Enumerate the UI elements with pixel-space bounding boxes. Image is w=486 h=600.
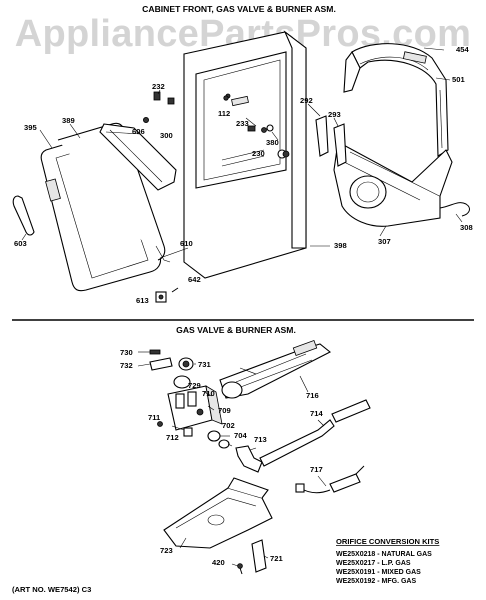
callout-713: 713 bbox=[254, 435, 267, 444]
elbow-713 bbox=[235, 445, 263, 473]
gas-valve bbox=[167, 385, 223, 431]
callout-711: 711 bbox=[148, 413, 161, 422]
leader-lines-top bbox=[21, 47, 463, 259]
fastener-232 bbox=[153, 91, 175, 105]
callout-717: 717 bbox=[310, 465, 323, 474]
fastener-380 bbox=[266, 124, 274, 132]
mounting-bracket-723 bbox=[163, 477, 273, 549]
fitting-712 bbox=[183, 427, 193, 437]
loading-door bbox=[40, 122, 166, 292]
screw-642 bbox=[171, 287, 179, 293]
bulkhead-ring bbox=[343, 43, 449, 157]
fitting-702 bbox=[207, 430, 221, 442]
callout-704: 704 bbox=[234, 431, 247, 440]
wire-610 bbox=[155, 245, 171, 263]
fitting-704 bbox=[218, 439, 230, 449]
orifice-kit-row: WE25X0217 - L.P. GAS bbox=[336, 560, 411, 567]
callout-230: 230 bbox=[252, 149, 265, 158]
section-title-top: CABINET FRONT, GAS VALVE & BURNER ASM. bbox=[142, 4, 336, 14]
door-handle bbox=[12, 195, 35, 236]
callout-292: 292 bbox=[300, 96, 313, 105]
callout-112: 112 bbox=[218, 109, 230, 118]
fastener-606 bbox=[142, 117, 149, 124]
callout-729: 729 bbox=[188, 381, 201, 390]
coil-729 bbox=[173, 375, 191, 389]
callout-501: 501 bbox=[452, 75, 465, 84]
callout-610: 610 bbox=[180, 239, 193, 248]
wire-harness bbox=[439, 202, 470, 217]
tube-segment bbox=[331, 399, 371, 423]
screw-420 bbox=[237, 563, 243, 575]
callout-233: 233 bbox=[236, 119, 249, 128]
bracket-293 bbox=[333, 123, 347, 167]
callout-606: 606 bbox=[132, 127, 145, 136]
callout-710: 710 bbox=[202, 389, 215, 398]
burner-716 bbox=[219, 339, 332, 399]
callout-721: 721 bbox=[270, 554, 283, 563]
callout-389: 389 bbox=[62, 116, 75, 125]
bracket-721 bbox=[251, 539, 267, 573]
callout-380: 380 bbox=[266, 138, 279, 147]
callout-702: 702 bbox=[222, 421, 235, 430]
orifice-kits-title: ORIFICE CONVERSION KITS bbox=[336, 537, 439, 546]
callout-709: 709 bbox=[218, 406, 231, 415]
bracket-292 bbox=[315, 115, 329, 157]
gas-tube-714 bbox=[259, 419, 335, 467]
coil-731 bbox=[178, 357, 194, 371]
callout-232: 232 bbox=[152, 82, 165, 91]
callout-714: 714 bbox=[310, 409, 323, 418]
callout-308: 308 bbox=[460, 223, 473, 232]
door-trim bbox=[99, 123, 177, 191]
callout-642: 642 bbox=[188, 275, 201, 284]
fastener-613 bbox=[155, 291, 167, 303]
leader-lines-bottom bbox=[137, 351, 327, 567]
callout-420: 420 bbox=[212, 558, 225, 567]
fastener-233 bbox=[247, 125, 256, 132]
section-title-bottom: GAS VALVE & BURNER ASM. bbox=[176, 325, 296, 335]
callout-712: 712 bbox=[166, 433, 179, 442]
callout-731: 731 bbox=[198, 360, 211, 369]
front-duct-assembly bbox=[333, 141, 453, 227]
screw-711 bbox=[157, 421, 163, 427]
callout-603: 603 bbox=[14, 239, 27, 248]
art-number: (ART NO. WE7542) C3 bbox=[12, 585, 91, 594]
callout-395: 395 bbox=[24, 123, 37, 132]
callout-293: 293 bbox=[328, 110, 341, 119]
callout-716: 716 bbox=[306, 391, 319, 400]
fastener-112 bbox=[223, 95, 229, 101]
callout-613: 613 bbox=[136, 296, 149, 305]
bracket-732 bbox=[149, 357, 173, 371]
callout-454: 454 bbox=[456, 45, 469, 54]
orifice-conversion-kits: ORIFICE CONVERSION KITS WE25X0218 - NATU… bbox=[336, 537, 439, 585]
fastener-230 bbox=[282, 150, 290, 158]
callout-723: 723 bbox=[160, 546, 173, 555]
igniter-717 bbox=[295, 465, 365, 494]
callout-730: 730 bbox=[120, 348, 133, 357]
clip-730 bbox=[149, 349, 161, 355]
orifice-kit-row: WE25X0192 - MFG. GAS bbox=[336, 578, 416, 585]
callout-398: 398 bbox=[334, 241, 347, 250]
callout-732: 732 bbox=[120, 361, 133, 370]
orifice-kit-row: WE25X0218 - NATURAL GAS bbox=[336, 551, 432, 558]
callout-307: 307 bbox=[378, 237, 391, 246]
orifice-kit-row: WE25X0191 - MIXED GAS bbox=[336, 569, 421, 576]
callouts-top: 454 501 232 112 233 380 230 292 293 389 … bbox=[14, 45, 473, 305]
callouts-bottom: 730 732 731 729 710 716 709 711 712 702 … bbox=[120, 348, 323, 567]
callout-300: 300 bbox=[160, 131, 173, 140]
cabinet-front-panel bbox=[183, 30, 307, 279]
